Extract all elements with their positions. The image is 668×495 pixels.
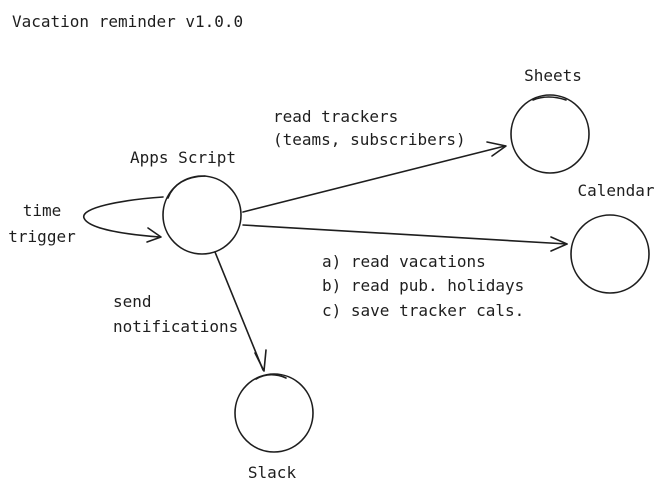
sheets-edge-label-line-2: (teams, subscribers) bbox=[273, 130, 466, 149]
calendar-edge-label-line-1: a) read vacations bbox=[322, 252, 486, 271]
trigger-label-line-1: time bbox=[23, 201, 62, 220]
trigger-loop-arrow bbox=[83, 196, 164, 238]
slack-circle-sketch bbox=[255, 373, 287, 380]
calendar-arrow-line bbox=[242, 224, 568, 245]
sheets-arrowhead bbox=[486, 141, 507, 157]
sheets-circle-sketch bbox=[532, 96, 567, 101]
edge-time-trigger: time trigger bbox=[8, 196, 164, 246]
trigger-arrowhead bbox=[146, 227, 162, 243]
edge-to-slack: send notifications bbox=[113, 251, 267, 372]
node-slack: Slack bbox=[234, 373, 314, 482]
apps-script-circle-sketch bbox=[167, 175, 206, 199]
calendar-circle bbox=[570, 214, 650, 294]
edge-to-calendar: a) read vacations b) read pub. holidays … bbox=[242, 224, 568, 320]
diagram-title: Vacation reminder v1.0.0 bbox=[12, 12, 243, 31]
sheets-circle bbox=[510, 94, 590, 174]
apps-script-label: Apps Script bbox=[130, 148, 236, 167]
slack-label: Slack bbox=[248, 463, 297, 482]
sheets-label: Sheets bbox=[524, 66, 582, 85]
calendar-arrowhead bbox=[550, 236, 568, 252]
edge-to-sheets: read trackers (teams, subscribers) bbox=[242, 107, 507, 213]
sheets-arrow-line bbox=[242, 145, 506, 213]
slack-arrow-line bbox=[214, 251, 264, 371]
calendar-edge-label-line-2: b) read pub. holidays bbox=[322, 276, 524, 295]
node-sheets: Sheets bbox=[510, 66, 590, 174]
node-calendar: Calendar bbox=[570, 181, 655, 294]
sheets-edge-label-line-1: read trackers bbox=[273, 107, 398, 126]
calendar-label: Calendar bbox=[577, 181, 654, 200]
trigger-label-line-2: trigger bbox=[8, 227, 76, 246]
slack-edge-label-line-1: send bbox=[113, 292, 152, 311]
slack-edge-label-line-2: notifications bbox=[113, 317, 238, 336]
node-apps-script: Apps Script bbox=[130, 148, 242, 255]
slack-circle bbox=[234, 373, 314, 453]
calendar-edge-label-line-3: c) save tracker cals. bbox=[322, 301, 524, 320]
slack-arrowhead bbox=[254, 349, 267, 372]
